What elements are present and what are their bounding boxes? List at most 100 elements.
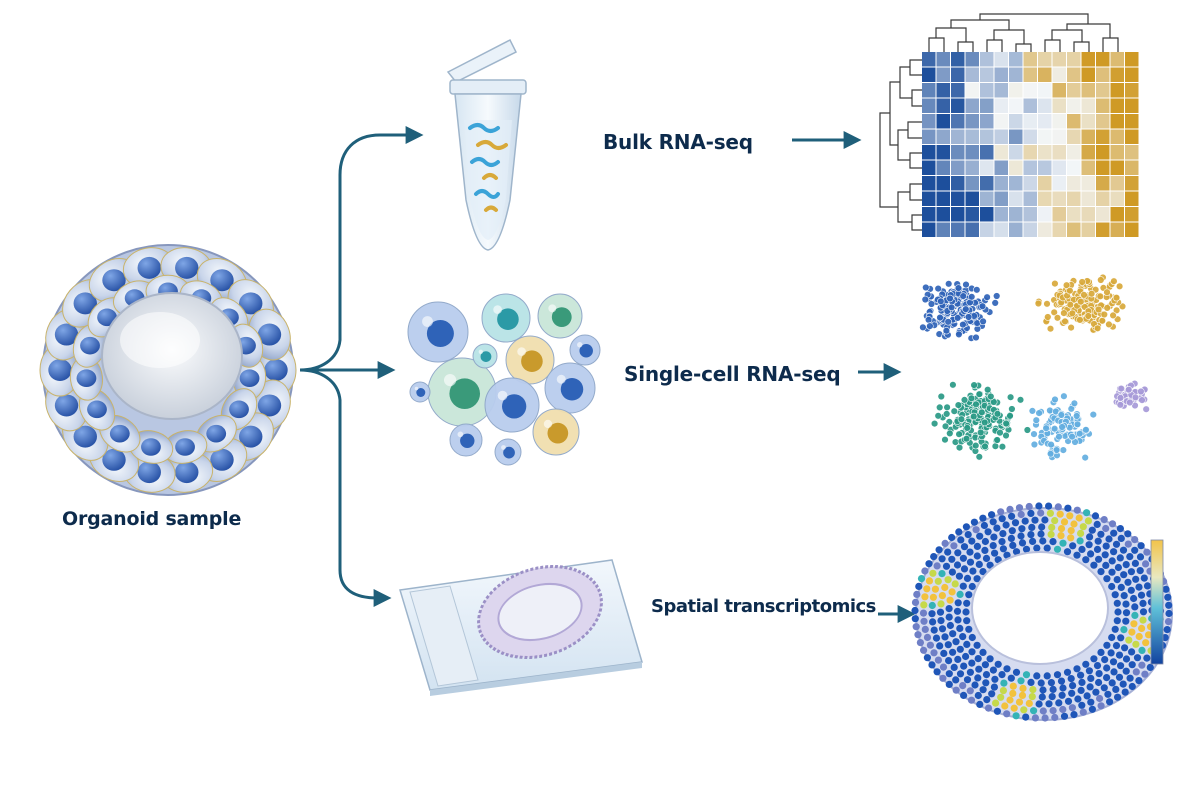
- heatmap-cell: [1081, 222, 1095, 237]
- spatial-spot: [999, 530, 1007, 538]
- spatial-spot: [1113, 617, 1121, 625]
- heatmap-cell: [965, 191, 979, 206]
- spatial-spot: [979, 514, 987, 522]
- spatial-spot: [1009, 689, 1017, 698]
- spatial-spot: [1117, 662, 1125, 670]
- heatmap-cell: [1009, 129, 1023, 144]
- heatmap-cell: [980, 83, 994, 98]
- spatial-spot: [1070, 520, 1078, 528]
- heatmap-cell: [1023, 207, 1037, 222]
- heatmap-cell: [1081, 160, 1095, 175]
- spatial-spot: [1097, 648, 1105, 657]
- heatmap-cell: [1096, 222, 1110, 237]
- spatial-spot: [1108, 520, 1117, 528]
- heatmap-cell: [994, 176, 1008, 191]
- spatial-spot: [997, 508, 1005, 516]
- spatial-spot: [1041, 516, 1049, 524]
- heatmap-cell: [980, 145, 994, 160]
- heatmap-cell: [1096, 160, 1110, 175]
- heatmap-cell: [1023, 129, 1037, 144]
- dissociated-cell: [494, 438, 522, 466]
- heatmap-cell: [951, 67, 965, 82]
- spatial-spot: [982, 671, 991, 679]
- heatmap-cell: [1081, 98, 1095, 113]
- organoid-sample-label: Organoid sample: [62, 508, 242, 530]
- dendrogram-branch: [1066, 23, 1111, 38]
- spatial-spot: [976, 532, 984, 540]
- spatial-spot: [1015, 698, 1024, 706]
- spatial-spot: [1103, 674, 1111, 682]
- heatmap-cell: [1125, 52, 1139, 67]
- heatmap-cell: [1110, 98, 1124, 113]
- heatmap-cell: [922, 52, 936, 67]
- spatial-spot: [935, 546, 943, 554]
- heatmap-cell: [951, 160, 965, 175]
- heatmap-cell: [936, 222, 950, 237]
- spatial-spot: [1120, 592, 1128, 600]
- spatial-spot: [966, 687, 974, 695]
- spatial-spot: [1103, 641, 1111, 649]
- spatial-spot: [1003, 710, 1011, 718]
- spatial-spot: [949, 648, 957, 656]
- heatmap-cell: [922, 83, 936, 98]
- spatial-spot: [1162, 585, 1170, 593]
- spatial-spot: [1057, 677, 1066, 685]
- heatmap-cell: [1081, 191, 1095, 206]
- heatmap-cell: [1052, 52, 1066, 67]
- spatial-spot: [912, 623, 920, 631]
- heatmap-cell: [1081, 83, 1095, 98]
- heatmap-cell: [1023, 67, 1037, 82]
- spatial-spot: [980, 521, 989, 530]
- heatmap-cell: [1052, 207, 1066, 222]
- heatmap-cell: [1038, 52, 1052, 67]
- spatial-spot: [1142, 639, 1150, 647]
- spatial-spot: [1128, 648, 1136, 656]
- spatial-spot: [959, 582, 967, 590]
- spatial-spot: [1163, 626, 1171, 634]
- heatmap-cell: [1067, 191, 1081, 206]
- heatmap-cell: [951, 207, 965, 222]
- cell-cluster: [1034, 273, 1127, 334]
- spatial-spot: [928, 661, 936, 669]
- heatmap-cell: [1023, 160, 1037, 175]
- spatial-spot: [1008, 512, 1016, 520]
- spatial-spot: [938, 570, 946, 578]
- dendrogram-branch: [1015, 43, 1032, 52]
- spatial-spot: [1027, 509, 1035, 517]
- spatial-spot: [1135, 583, 1143, 591]
- spatial-spot: [1132, 668, 1140, 676]
- spatial-spot: [963, 640, 971, 649]
- spatial-spot: [1093, 545, 1102, 554]
- spatial-spot: [965, 625, 973, 633]
- spatial-spot: [1060, 518, 1069, 526]
- spatial-spot: [960, 691, 968, 700]
- spatial-spot: [981, 661, 990, 669]
- spatial-spot: [1033, 544, 1041, 552]
- spatial-spot: [966, 548, 974, 556]
- spatial-spot: [1018, 525, 1026, 533]
- heatmap-cell: [951, 222, 965, 237]
- heatmap-cell: [1009, 160, 1023, 175]
- spatial-spot: [920, 601, 928, 609]
- heatmap-cell: [965, 222, 979, 237]
- heatmap-cell: [1052, 114, 1066, 129]
- heatmap-cell: [936, 52, 950, 67]
- heatmap-cell: [1023, 83, 1037, 98]
- spatial-spot: [998, 515, 1006, 523]
- spatial-spot: [946, 596, 954, 604]
- spatial-spot: [1126, 674, 1134, 682]
- spatial-spot: [954, 655, 962, 664]
- spatial-spot: [929, 593, 938, 601]
- spatial-spot: [1012, 668, 1021, 676]
- spatial-spot: [968, 648, 976, 656]
- heatmap-cell: [965, 207, 979, 222]
- spatial-spot: [1130, 620, 1138, 628]
- spatial-spot: [981, 546, 989, 555]
- spatial-spot: [960, 565, 969, 573]
- spatial-spot: [1060, 712, 1069, 720]
- spatial-spot: [917, 575, 926, 583]
- spatial-spot: [1078, 545, 1086, 554]
- spatial-spot: [952, 686, 960, 694]
- heatmap-cell: [1009, 176, 1023, 191]
- spatial-spot: [993, 707, 1002, 715]
